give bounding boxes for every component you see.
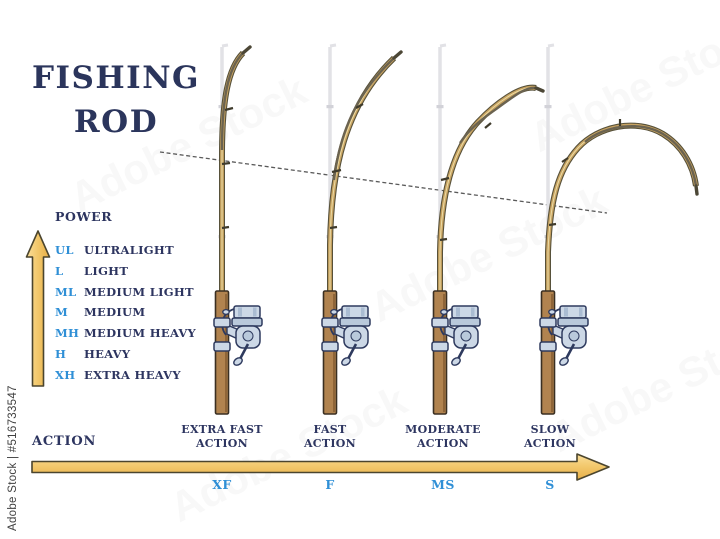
rod-guides	[221, 106, 234, 230]
title-line-2: ROD	[73, 104, 159, 140]
rod-guides	[439, 122, 492, 242]
power-item-l: L LIGHT	[55, 264, 196, 285]
power-label: LIGHT	[84, 263, 129, 278]
action-label-line: ACTION	[303, 436, 357, 450]
rod-guides	[329, 103, 364, 230]
power-legend: UL ULTRALIGHT L LIGHT ML MEDIUM LIGHT M …	[55, 243, 196, 389]
action-axis-arrow	[31, 453, 610, 481]
rod-slow	[538, 119, 699, 415]
power-label: ULTRALIGHT	[84, 243, 174, 257]
rod-fast	[320, 50, 403, 415]
action-label-line: FAST	[313, 423, 347, 436]
power-code: ML	[55, 284, 77, 299]
rod-tip-section	[220, 52, 244, 151]
power-code: UL	[55, 243, 74, 257]
action-label-line: SLOW	[530, 423, 570, 436]
stock-watermark: Adobe Stock | #516733547	[7, 385, 19, 531]
power-legend-heading: POWER	[55, 209, 113, 224]
rod-moderate	[430, 84, 545, 415]
action-label-line: ACTION	[416, 436, 470, 450]
rod-tip-section	[332, 57, 395, 181]
action-axis-heading: ACTION	[32, 434, 97, 449]
action-code-f: F	[325, 477, 335, 492]
rod-tip-guide	[241, 45, 252, 55]
power-code: M	[55, 305, 69, 320]
rod-tip-section	[459, 86, 537, 144]
rod-tip-section	[584, 124, 698, 187]
power-label: MEDIUM	[84, 305, 146, 320]
power-code: XH	[55, 367, 76, 382]
rod-guides	[548, 119, 622, 227]
power-item-ul: UL ULTRALIGHT	[55, 243, 196, 264]
rod-tip-guide	[694, 184, 699, 196]
rod-extra-fast	[212, 45, 264, 415]
rod-tip-guide	[392, 50, 403, 60]
action-code-s: S	[545, 477, 555, 492]
action-label-slow: SLOW ACTION	[490, 423, 610, 450]
power-item-mh: MH MEDIUM HEAVY	[55, 326, 196, 347]
power-item-h: H HEAVY	[55, 347, 196, 368]
power-label: MEDIUM HEAVY	[84, 326, 197, 341]
action-label-line: ACTION	[195, 436, 249, 450]
power-axis-arrow	[25, 230, 51, 387]
power-item-m: M MEDIUM	[55, 305, 196, 326]
action-label-line: ACTION	[523, 436, 577, 450]
power-item-ml: ML MEDIUM LIGHT	[55, 285, 196, 306]
ghost-rods	[218, 43, 555, 292]
power-label: HEAVY	[84, 346, 131, 361]
page-title: FISHING ROD	[26, 56, 206, 144]
rod-tip-guide	[534, 86, 545, 93]
action-code-ms: MS	[431, 477, 455, 492]
power-code: H	[55, 346, 67, 361]
power-label: MEDIUM LIGHT	[84, 284, 194, 299]
power-label: EXTRA HEAVY	[84, 367, 181, 382]
action-label-fast: FAST ACTION	[270, 423, 390, 450]
deflection-dotted-line	[159, 151, 608, 214]
power-item-xh: XH EXTRA HEAVY	[55, 368, 196, 389]
power-code: MH	[55, 326, 80, 341]
action-label-extra-fast: EXTRA FAST ACTION	[162, 423, 282, 450]
action-label-moderate: MODERATE ACTION	[383, 423, 503, 450]
action-label-line: MODERATE	[405, 423, 481, 436]
action-code-xf: XF	[212, 477, 232, 492]
title-line-1: FISHING	[32, 60, 200, 96]
action-label-line: EXTRA FAST	[181, 423, 263, 436]
power-code: L	[55, 263, 64, 278]
